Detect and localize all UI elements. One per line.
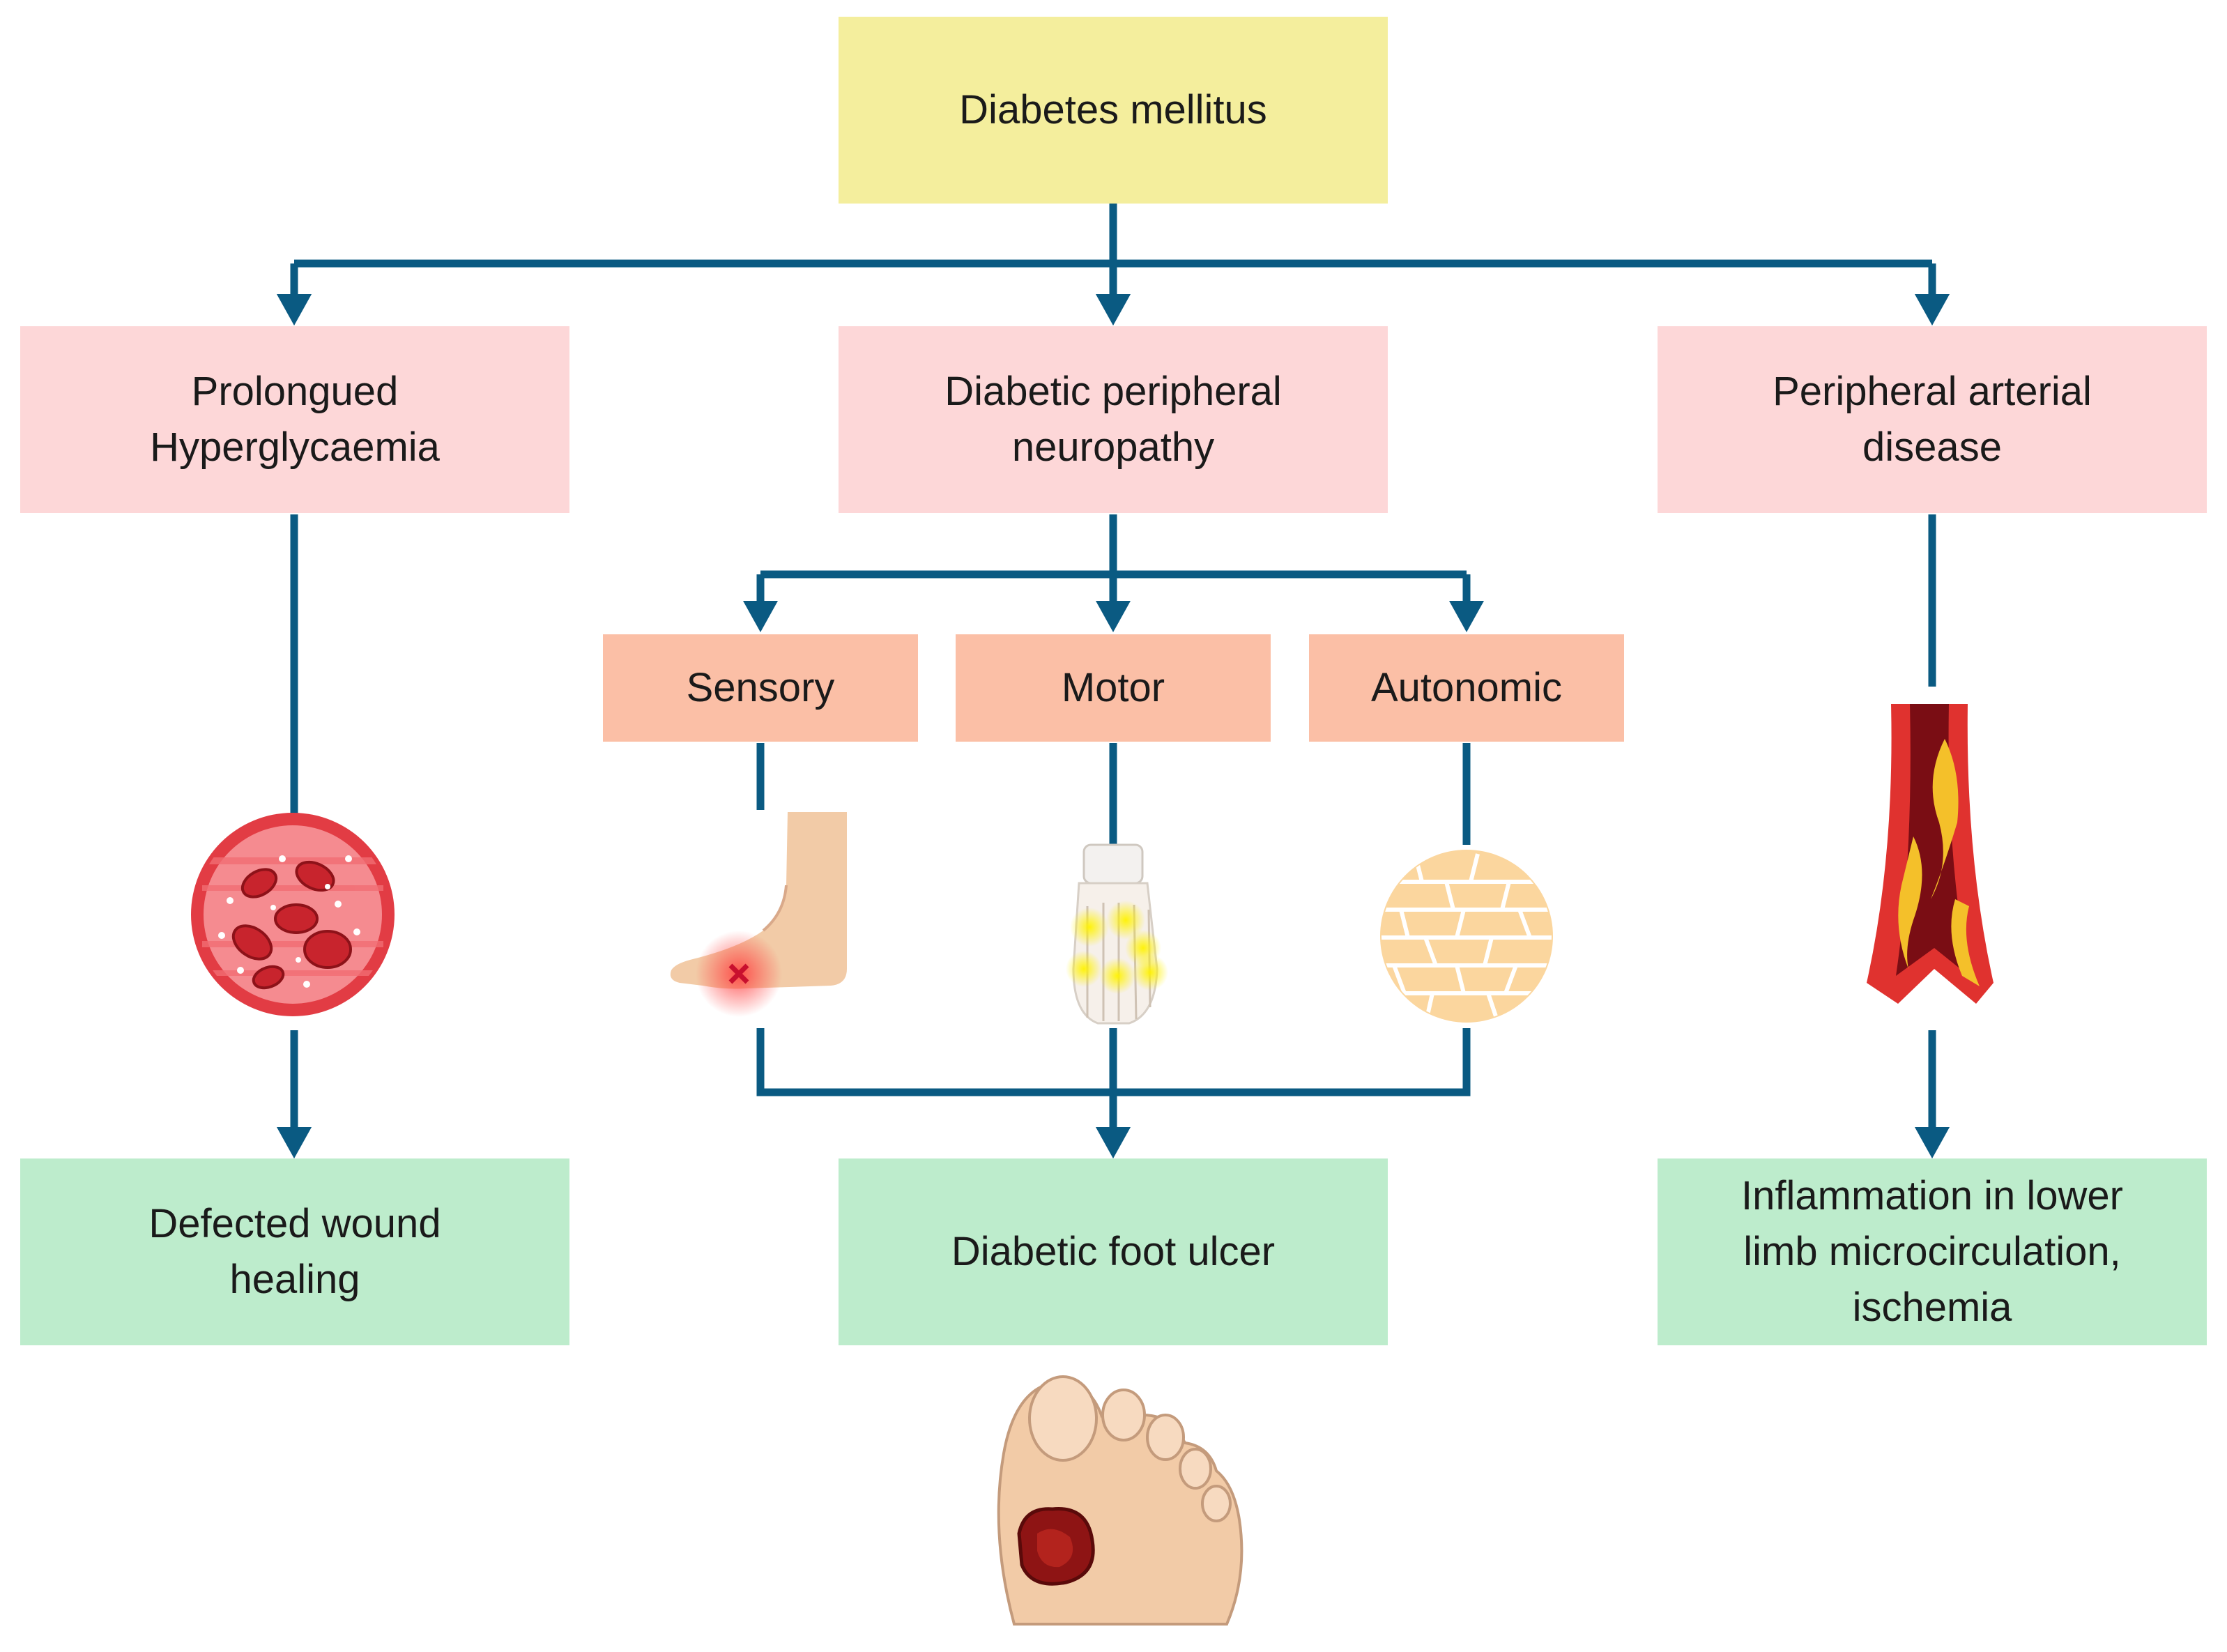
foot-skeleton-icon [1066,843,1168,1025]
neuropathy-box: Diabetic peripheral neuropathy [839,326,1388,513]
autonomic-box: Autonomic [1309,634,1624,742]
neuropathy-label: Diabetic peripheral neuropathy [944,368,1282,470]
foot-ulcer-icon [997,1375,1243,1626]
ischemia-box: Inflammation in lower limb microcirculat… [1658,1158,2207,1345]
pad-label: Peripheral arterial disease [1773,368,2092,470]
dry-skin-icon [1380,850,1553,1023]
motor-label: Motor [1061,665,1165,711]
pad-box: Peripheral arterial disease [1658,326,2207,513]
ischemia-label: Inflammation in lower limb microcirculat… [1741,1172,2123,1331]
blood-vessel-cross-section-icon [191,813,395,1016]
wound-healing-box: Defected wound healing [20,1158,569,1345]
foot-ulcer-label: Diabetic foot ulcer [951,1228,1276,1274]
diabetes-mellitus-box: Diabetes mellitus [839,17,1388,204]
foot-pain-icon [670,812,847,1017]
wound-healing-label: Defected wound healing [148,1200,441,1302]
foot-ulcer-box: Diabetic foot ulcer [839,1158,1388,1345]
hyperglycaemia-box: Prolongued Hyperglycaemia [20,326,569,513]
sensory-box: Sensory [603,634,918,742]
hyperglycaemia-label: Prolongued Hyperglycaemia [150,368,440,470]
sensory-label: Sensory [686,665,835,711]
diabetes-mellitus-label: Diabetes mellitus [959,86,1267,132]
connector-lines [290,204,1936,1129]
arrowheads [277,294,1950,1158]
atherosclerotic-artery-icon [1867,704,1993,1004]
motor-box: Motor [956,634,1271,742]
autonomic-label: Autonomic [1370,665,1563,711]
